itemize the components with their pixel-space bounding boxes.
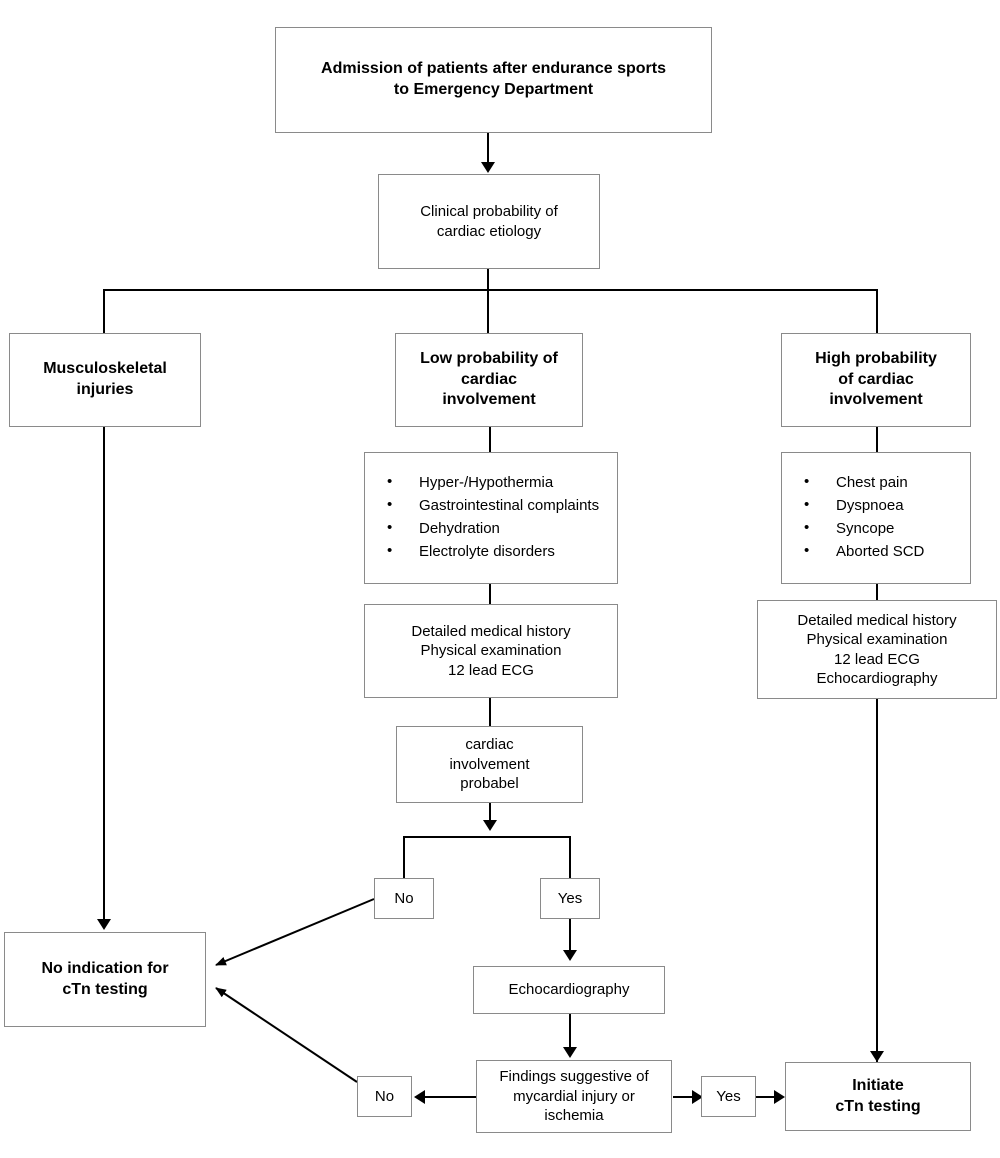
connector-probable-bus [403, 836, 571, 838]
arrowhead-initiate-left [774, 1090, 785, 1104]
node-musculoskeletal-label: Musculoskeletal injuries [43, 360, 167, 398]
connector-low-to-symptoms [489, 427, 491, 452]
node-clinical-probability-label: Clinical probability of cardiac etiology [420, 203, 558, 240]
node-no-indication-label: No indication for cTn testing [41, 959, 169, 998]
connector-findings-to-yes2 [673, 1096, 699, 1098]
connector-workup-high-to-initiate [876, 699, 878, 1064]
node-cardiac-involvement-probable[interactable]: cardiac involvement probabel [396, 726, 583, 803]
node-decision-no-2[interactable]: No [357, 1076, 412, 1117]
connector-bus-to-low [487, 289, 489, 333]
list-item: Dyspnoea [804, 494, 970, 518]
connector-findings-to-no2 [420, 1096, 476, 1098]
arrowhead-no2 [414, 1090, 425, 1104]
node-findings-label: Findings suggestive of mycardial injury … [499, 1068, 649, 1125]
node-decision-yes-1-label: Yes [557, 889, 583, 907]
low-symptoms-list: Hyper-/Hypothermia Gastrointestinal comp… [365, 471, 617, 564]
arrowhead-no-indication-top [97, 919, 111, 930]
node-decision-yes-2-label: Yes [716, 1087, 741, 1105]
connector-branch-bus [103, 289, 878, 291]
connector-bus-to-high [876, 289, 878, 333]
node-admission[interactable]: Admission of patients after endurance sp… [275, 27, 712, 133]
node-decision-yes-2[interactable]: Yes [701, 1076, 756, 1117]
arrowhead-echo [563, 950, 577, 961]
arrowhead-findings [563, 1047, 577, 1058]
node-low-probability-label: Low probability of cardiac involvement [420, 349, 558, 409]
arrowhead-clinical [481, 162, 495, 173]
arrowhead-initiate-top [870, 1051, 884, 1062]
list-item: Electrolyte disorders [387, 540, 617, 564]
node-decision-no-1[interactable]: No [374, 878, 434, 919]
connector-musculoskeletal-to-no-indication [103, 427, 105, 921]
node-cardiac-involvement-probable-label: cardiac involvement probabel [449, 736, 530, 793]
connector-probable-down [489, 803, 491, 827]
connector-bus-to-musculoskeletal [103, 289, 105, 333]
node-low-probability[interactable]: Low probability of cardiac involvement [395, 333, 583, 427]
arrowhead-probable-split [483, 820, 497, 831]
node-workup-low[interactable]: Detailed medical history Physical examin… [364, 604, 618, 698]
connector-symptoms-to-workup-low [489, 584, 491, 604]
list-item: Chest pain [804, 471, 970, 495]
node-high-probability-label: High probability of cardiac involvement [815, 349, 937, 409]
node-clinical-probability[interactable]: Clinical probability of cardiac etiology [378, 174, 600, 269]
node-initiate-ctn-testing[interactable]: Initiate cTn testing [785, 1062, 971, 1131]
connector-high-to-symptoms [876, 427, 878, 452]
connector-yes1-to-echo [569, 919, 571, 955]
node-initiate-label: Initiate cTn testing [835, 1076, 921, 1115]
connector-bus-to-yes-1 [569, 836, 571, 878]
node-decision-no-2-label: No [374, 1087, 395, 1105]
node-workup-low-label: Detailed medical history Physical examin… [411, 622, 571, 679]
node-echocardiography-label: Echocardiography [508, 981, 630, 999]
connector-bus-to-no-1 [403, 836, 405, 878]
node-workup-high-label: Detailed medical history Physical examin… [797, 611, 957, 688]
list-item: Syncope [804, 517, 970, 541]
node-high-symptoms[interactable]: Chest pain Dyspnoea Syncope Aborted SCD [781, 452, 971, 584]
list-item: Dehydration [387, 517, 617, 541]
node-decision-yes-1[interactable]: Yes [540, 878, 600, 919]
node-admission-label: Admission of patients after endurance sp… [321, 60, 666, 98]
node-high-probability[interactable]: High probability of cardiac involvement [781, 333, 971, 427]
arrowhead-yes2 [692, 1090, 703, 1104]
node-no-indication[interactable]: No indication for cTn testing [4, 932, 206, 1027]
node-musculoskeletal-injuries[interactable]: Musculoskeletal injuries [9, 333, 201, 427]
connector-yes2-to-initiate [756, 1096, 780, 1098]
node-echocardiography[interactable]: Echocardiography [473, 966, 665, 1014]
connector-clinical-down [487, 269, 489, 291]
node-decision-no-1-label: No [394, 889, 414, 907]
connector-workup-to-probable [489, 698, 491, 726]
node-findings[interactable]: Findings suggestive of mycardial injury … [476, 1060, 672, 1133]
list-item: Hyper-/Hypothermia [387, 471, 617, 495]
node-workup-high[interactable]: Detailed medical history Physical examin… [757, 600, 997, 699]
list-item: Aborted SCD [804, 540, 970, 564]
high-symptoms-list: Chest pain Dyspnoea Syncope Aborted SCD [782, 471, 970, 564]
connector-echo-to-findings [569, 1014, 571, 1052]
node-low-symptoms[interactable]: Hyper-/Hypothermia Gastrointestinal comp… [364, 452, 618, 584]
connector-high-symptoms-to-workup [876, 584, 878, 604]
connector-admission-to-clinical [487, 133, 489, 167]
list-item: Gastrointestinal complaints [387, 494, 617, 518]
